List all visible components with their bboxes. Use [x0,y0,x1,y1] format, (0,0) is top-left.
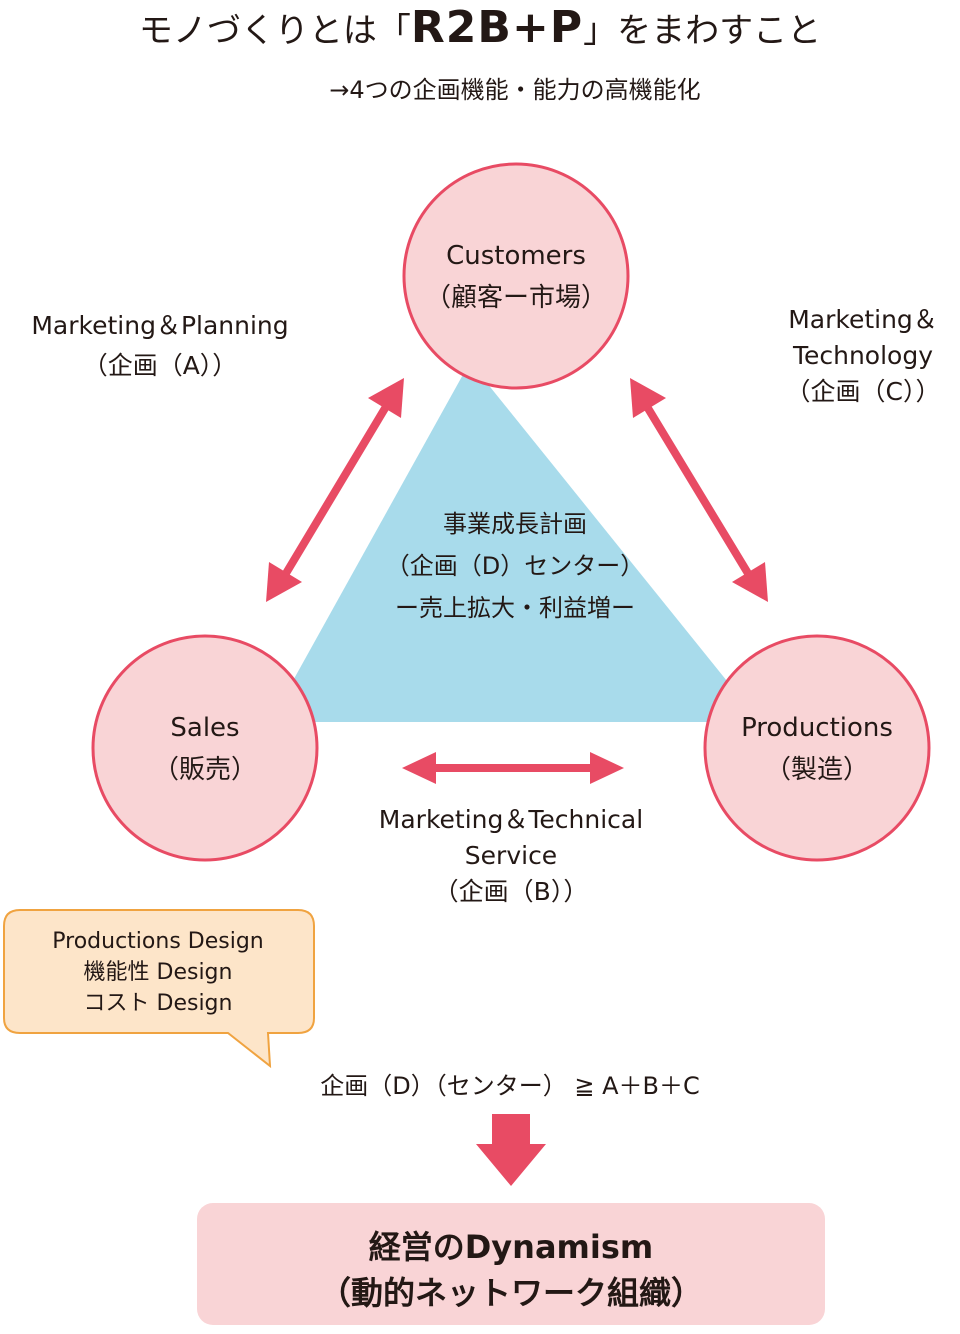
center-line2: （企画（D）センター） [385,552,645,580]
link-b-line1: Marketing＆Technical [378,805,644,834]
link-a-line1: Marketing＆Planning [31,311,289,340]
link-a-label: Marketing＆Planning （企画（A）） [10,306,310,386]
center-label: 事業成長計画 （企画（D）センター） ー売上拡大・利益増ー [350,503,680,629]
link-c-line3: （企画（C）） [785,377,941,406]
down-arrow [476,1114,546,1186]
productions-label: Productions （製造） [705,707,929,791]
result-box [197,1203,825,1325]
callout-text: Productions Design 機能性 Design コスト Design [0,926,316,1019]
callout-bubble [3,909,315,1069]
sales-en: Sales [170,713,240,743]
center-line3: ー売上拡大・利益増ー [395,594,635,622]
customers-en: Customers [446,241,586,271]
productions-en: Productions [741,713,893,743]
formula-text: 企画（D）（センター） ≧ A＋B＋C [320,1072,700,1100]
title-highlight: R2B+P [410,2,584,53]
productions-jp: （製造） [764,755,869,785]
link-b-line3: （企画（B）） [433,877,589,906]
link-c-line2: Technology [792,341,934,370]
link-c-line1: Marketing＆ [788,305,938,334]
center-line1: 事業成長計画 [443,510,587,538]
productions-circle [703,634,931,862]
callout-line1: Productions Design [52,929,264,954]
link-c-label: Marketing＆ Technology （企画（C）） [770,302,956,410]
link-a-line2: （企画（A）） [82,351,238,380]
sales-circle [91,634,319,862]
link-b-line2: Service [464,841,558,870]
link-b-label: Marketing＆Technical Service （企画（B）） [350,802,672,910]
arrow-b [402,752,624,784]
result-line1: 経営のDynamism [368,1228,654,1266]
page-title: モノづくりとは「R2B+P」をまわすこと [0,2,960,53]
arrow-a [266,378,404,602]
arrow-c [630,378,768,602]
sales-label: Sales （販売） [93,707,317,791]
customers-label: Customers （顧客ー市場） [404,235,628,319]
title-suffix: 」をまわすこと [583,11,822,51]
customers-jp: （顧客ー市場） [424,283,607,313]
callout-line3: コスト Design [83,991,233,1016]
sales-jp: （販売） [152,755,257,785]
customers-circle [402,162,630,390]
result-line2: （動的ネットワーク組織） [318,1274,703,1312]
title-prefix: モノづくりとは「 [138,11,411,51]
callout-line2: 機能性 Design [83,960,233,985]
center-triangle [270,362,760,722]
page-subtitle: →4つの企画機能・能力の高機能化 [329,76,701,104]
